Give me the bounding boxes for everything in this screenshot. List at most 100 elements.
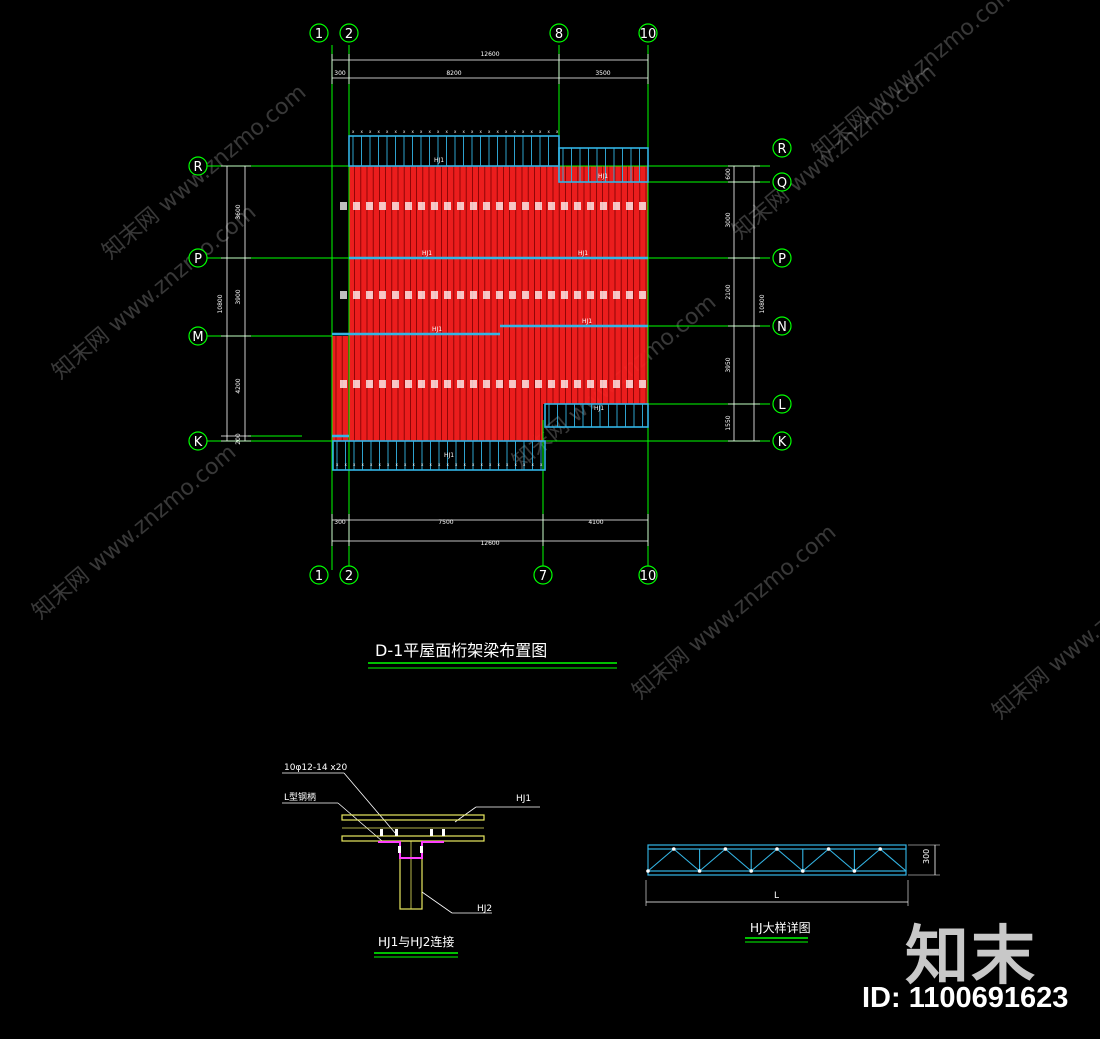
axis-bubble-top-2-label: 2 — [345, 27, 353, 42]
dim-right-part-4: 3950 — [725, 357, 732, 372]
watermark-text: 知末网 www.znzmo.com — [28, 440, 241, 625]
axis-bubble-right-R-circle — [772, 138, 792, 158]
band-tick-label: x — [437, 129, 440, 134]
dim-left-total-label: 10800 — [217, 294, 224, 313]
axis-bubble-left-M-label: M — [192, 330, 203, 345]
band-tick-label: x — [361, 129, 364, 134]
axis-bubble-bottom-7-circle — [533, 565, 553, 585]
detail1-left-leader — [337, 802, 383, 842]
dim-left-part-2: 3900 — [235, 289, 242, 304]
dim-top-part-1: 300 — [334, 70, 346, 77]
plan-title: D-1平屋面桁架梁布置图 — [375, 641, 547, 660]
truss-web — [699, 848, 726, 872]
purlin-tag — [561, 291, 568, 299]
brand-logo: 知末 — [905, 920, 1037, 994]
dim-right-part-3: 2100 — [725, 284, 732, 299]
detail1-bottom-label: HJ2 — [477, 904, 492, 914]
purlin-tag — [444, 380, 451, 388]
purlin-tag — [561, 380, 568, 388]
red-purlin-area — [332, 166, 648, 441]
purlin-tag — [418, 380, 425, 388]
dim-bottom-total-label: 12600 — [480, 540, 499, 547]
purlin-tag — [522, 291, 529, 299]
band-tick-label: x — [463, 129, 466, 134]
band-tick-label: x — [403, 129, 406, 134]
purlin-tag — [379, 380, 386, 388]
purlin-tag — [457, 291, 464, 299]
dim-top-part-3: 3500 — [595, 70, 610, 77]
bolt-6 — [420, 846, 423, 853]
band-tick-label: x — [446, 129, 449, 134]
band-tick-label: x — [540, 462, 543, 467]
dim-bottom-part-1: 300 — [334, 519, 346, 526]
dim-left-part-1: 3600 — [235, 204, 242, 219]
band-tick-label: x — [505, 129, 508, 134]
image-id: ID: 1100691623 — [862, 982, 1069, 1014]
band-tick-label: x — [430, 462, 433, 467]
purlin-tag — [522, 202, 529, 210]
hj1-chord-top — [341, 814, 485, 821]
truss-web — [879, 848, 907, 872]
beam-label-m: HJ1 — [432, 326, 442, 333]
dim-top-part-2: 8200 — [446, 70, 461, 77]
band-tick-label: x — [488, 129, 491, 134]
axis-bubble-right-L-circle — [772, 394, 792, 414]
detail2-title: HJ大样详图 — [750, 920, 811, 935]
axis-bubble-bottom-10-label: 10 — [640, 569, 657, 584]
axis-bubble-left-R-label: R — [193, 160, 202, 175]
purlin-tag — [626, 291, 633, 299]
band-tick-label: x — [396, 462, 399, 467]
purlin-tag — [600, 291, 607, 299]
purlin-tag — [405, 202, 412, 210]
truss-detail: 300 L HJ大样详图 — [645, 844, 940, 943]
purlin-tag — [600, 202, 607, 210]
dim-right-part-5: 1550 — [725, 415, 732, 430]
truss-web — [647, 848, 675, 872]
band-tick-label: x — [471, 129, 474, 134]
band-tick-label: x — [523, 462, 526, 467]
purlin-tag — [639, 202, 646, 210]
band-tick-label: x — [497, 129, 500, 134]
detail1-bolt-note: 10φ12-14 x20 — [284, 763, 347, 773]
band-tick-label: x — [498, 462, 501, 467]
band-tick-label: x — [515, 462, 518, 467]
detail1-left-note: L型钢柄 — [284, 791, 316, 803]
purlin-tag — [470, 380, 477, 388]
axis-bubble-bottom-7-label: 7 — [539, 569, 547, 584]
purlin-tag — [574, 202, 581, 210]
axis-bubble-left-M-circle — [188, 326, 208, 346]
beam-label-l: HJ1 — [594, 405, 604, 412]
purlin-tag — [548, 380, 555, 388]
band-tick-label: x — [395, 129, 398, 134]
band-tick-label: x — [352, 129, 355, 134]
axis-bubble-bottom-10-circle — [638, 565, 658, 585]
beam-label-bottom: HJ1 — [444, 452, 454, 459]
purlin-tag — [587, 202, 594, 210]
beam-label-n: HJ1 — [582, 318, 592, 325]
band-tick-label: x — [420, 129, 423, 134]
band-tick-label: x — [472, 462, 475, 467]
band-tick-label: x — [336, 462, 339, 467]
purlin-tag — [444, 202, 451, 210]
beam-label-p: HJ1 — [422, 250, 432, 257]
truss-web — [673, 848, 700, 872]
purlin-tag — [431, 202, 438, 210]
purlin-tag — [340, 202, 347, 210]
bolt-5 — [398, 846, 401, 853]
truss-length-label: L — [774, 891, 779, 901]
purlin-tag — [379, 202, 386, 210]
axis-bubble-top-1-label: 1 — [315, 27, 323, 42]
axis-bubble-bottom-2-circle — [339, 565, 359, 585]
truss-node — [749, 869, 753, 873]
band-tick-label: x — [506, 462, 509, 467]
axis-bubble-right-Q-circle — [772, 172, 792, 192]
purlin-tag — [548, 291, 555, 299]
weld-plate — [378, 841, 444, 859]
truss-node — [826, 847, 831, 851]
purlin-tag — [613, 380, 620, 388]
purlin-tag — [457, 380, 464, 388]
